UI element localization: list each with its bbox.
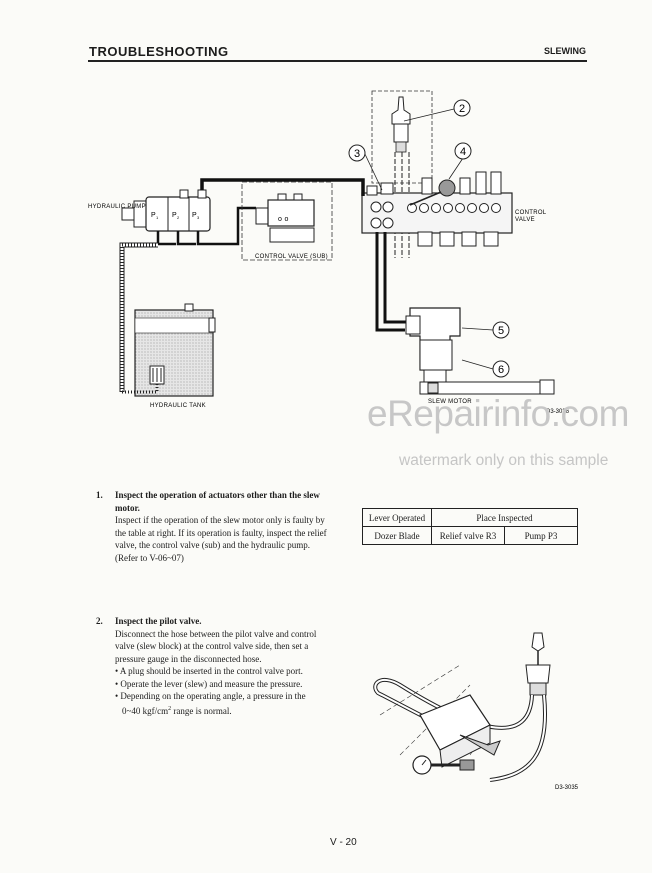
- callout-2: 2: [453, 99, 471, 117]
- inspection-table: Lever Operated Place Inspected Dozer Bla…: [362, 508, 578, 545]
- table-cell: Relief valve R3: [431, 526, 505, 545]
- watermark-note: watermark only on this sample: [399, 452, 609, 469]
- page-topic: SLEWING: [544, 46, 586, 56]
- table-cell: Dozer Blade: [362, 526, 432, 545]
- pump-p1-label: P: [151, 212, 156, 219]
- callout-3: 3: [348, 144, 366, 162]
- section-1-ref: (Refer to V-06~07): [115, 552, 184, 563]
- svg-text:2: 2: [459, 103, 465, 115]
- figure-number-2: D3-3035: [555, 785, 579, 791]
- table-cell: Pump P3: [504, 526, 578, 545]
- table-header-lever: Lever Operated: [362, 508, 432, 527]
- section-2-title: Inspect the pilot valve.: [115, 616, 202, 626]
- svg-text:4: 4: [460, 146, 466, 158]
- section-1: 1. Inspect the operation of actuators ot…: [96, 489, 328, 564]
- section-1-title: Inspect the operation of actuators other…: [115, 490, 320, 513]
- callout-4: 4: [454, 142, 472, 160]
- pilot-valve-icon: [391, 96, 411, 153]
- pressure-range: 0~40 kgf/cm2 range is normal.: [122, 705, 232, 716]
- slewing-circuit-diagram: P 1 P 2 P 3 HYDRAULIC PUMP o o CONTROL V…: [88, 90, 570, 415]
- control-valve-block: [419, 694, 501, 768]
- test-pressure-gauge: [412, 755, 475, 775]
- control-valve-sub: o o: [255, 193, 315, 243]
- table-row: Lever Operated Place Inspected: [362, 508, 578, 527]
- slew-motor-label: SLEW MOTOR: [428, 399, 472, 405]
- svg-text:5: 5: [498, 325, 504, 337]
- hydraulic-pump: [121, 189, 211, 232]
- section-1-number: 1.: [96, 490, 103, 500]
- svg-text:3: 3: [354, 148, 360, 160]
- pump-p2-label: P: [172, 212, 177, 219]
- section-2-text: Disconnect the hose between the pilot va…: [115, 628, 317, 664]
- bullet-item: • Depending on the operating angle, a pr…: [115, 691, 306, 701]
- table-header-place: Place Inspected: [431, 508, 578, 527]
- pump-p2-sub: 2: [177, 215, 180, 220]
- header-rule: [88, 60, 587, 62]
- section-1-text: Inspect if the operation of the slew mot…: [115, 515, 327, 550]
- pilot-valve-test-diagram: D3-3035: [373, 632, 579, 791]
- bullet-item: • A plug should be inserted in the contr…: [115, 666, 303, 676]
- figure-number-1: D3-3036: [546, 409, 570, 415]
- pressure-gauge: [438, 179, 456, 197]
- section-2-number: 2.: [96, 616, 103, 626]
- hydraulic-tank-label: HYDRAULIC TANK: [150, 403, 206, 409]
- page-section-title: TROUBLESHOOTING: [89, 44, 229, 59]
- hydraulic-pump-label: HYDRAULIC PUMP: [88, 204, 146, 210]
- pilot-lever-icon: [525, 632, 551, 696]
- table-row: Dozer Blade Relief valve R3 Pump P3: [362, 526, 578, 545]
- control-valve-sub-box: [241, 181, 333, 261]
- page-number: V - 20: [330, 837, 357, 848]
- watermark-site: eRepairinfo.com: [367, 393, 629, 434]
- svg-text:o o: o o: [278, 216, 289, 223]
- pump-p1-sub: 1: [156, 215, 159, 220]
- pump-p3-label: P: [192, 212, 197, 219]
- callout-6: 6: [492, 360, 510, 378]
- svg-text:6: 6: [498, 364, 504, 376]
- control-valve-bank: [361, 171, 513, 247]
- slew-motor: [405, 307, 555, 395]
- control-valve-sub-label: CONTROL VALVE (SUB): [255, 254, 328, 260]
- pump-p3-sub: 3: [197, 215, 200, 220]
- hydraulic-tank: [134, 303, 216, 397]
- bullet-item: • Operate the lever (slew) and measure t…: [115, 678, 303, 689]
- callout-5: 5: [492, 321, 510, 339]
- section-2: 2. Inspect the pilot valve. Disconnect t…: [96, 615, 331, 717]
